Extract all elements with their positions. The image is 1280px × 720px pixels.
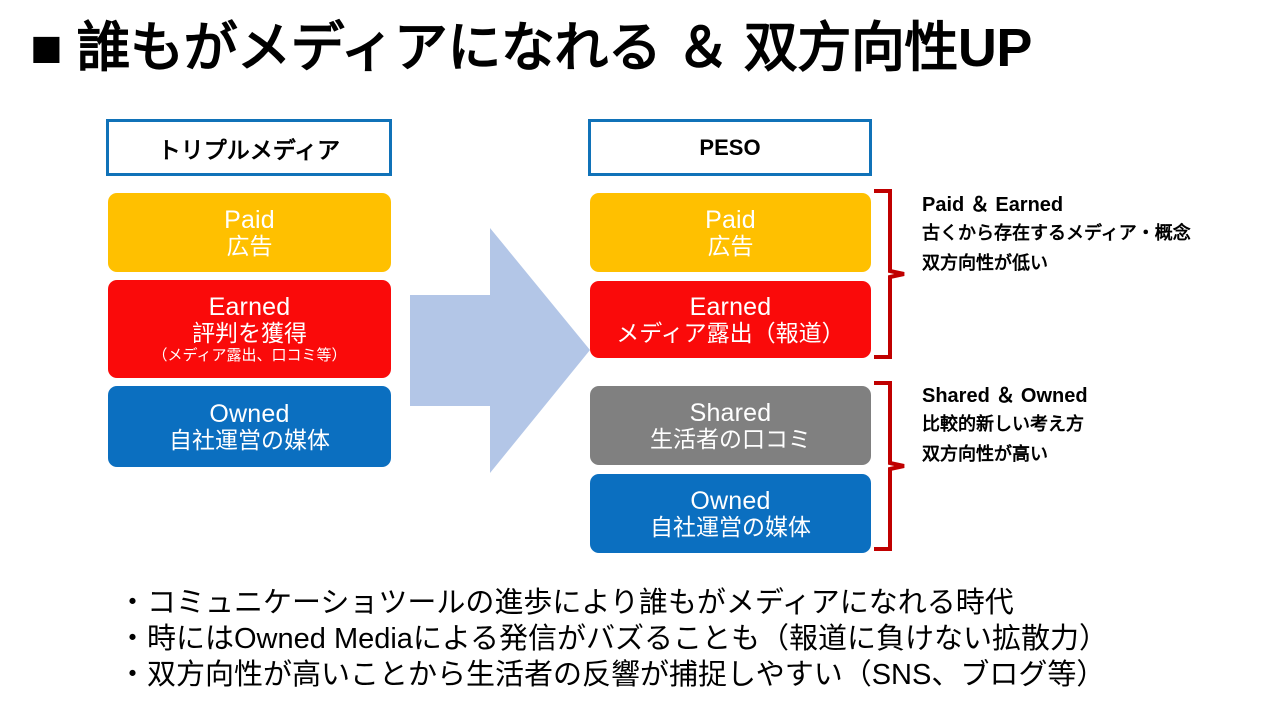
annotation-paid-earned-line-1: 古くから存在するメディア・概念 [922,223,1191,243]
left-box-earned-jp: 評判を獲得 [192,320,307,347]
right-box-earned: Earned メディア露出（報道） [590,281,871,358]
right-box-paid-jp: 広告 [707,232,754,259]
annotation-paid-earned-line-2: 双方向性が低い [922,253,1048,273]
left-box-paid-jp: 広告 [226,232,273,259]
left-box-earned-en: Earned [208,293,291,322]
left-column-header: トリプルメディア [106,119,392,176]
right-box-owned: Owned 自社運営の媒体 [590,474,871,553]
left-box-paid-en: Paid [224,205,275,234]
right-box-paid-en: Paid [705,205,756,234]
annotation-shared-owned-line-1: 比較的新しい考え方 [922,414,1084,434]
annotation-paid-earned: Paid ＆ Earned 古くから存在するメディア・概念 双方向性が低い [922,192,1280,278]
page-title: ■ 誰もがメディアになれる ＆ 双方向性UP [30,18,1032,78]
right-box-earned-jp: メディア露出（報道） [616,319,845,346]
bracket-paid-earned [872,188,906,360]
right-box-shared-en: Shared [689,398,772,427]
right-box-owned-jp: 自社運営の媒体 [650,513,811,540]
left-column-header-label: トリプルメディア [157,136,341,163]
summary-bullets: ・コミュニケーショツールの進歩により誰もがメディアになれる時代 ・時にはOwne… [118,585,1228,693]
left-box-paid: Paid 広告 [108,193,391,272]
right-box-paid: Paid 広告 [590,193,871,272]
annotation-shared-owned-line-2: 双方向性が高い [922,444,1048,464]
right-column-header-label: PESO [699,134,761,160]
left-box-owned-en: Owned [209,399,290,428]
left-box-earned: Earned 評判を獲得 （メディア露出、口コミ等） [108,280,391,378]
transition-arrow-icon [410,228,590,473]
bullet-line-2: ・時にはOwned Mediaによる発信がバズることも（報道に負けない拡散力） [118,623,1109,655]
left-box-earned-sub: （メディア露出、口コミ等） [152,346,347,364]
right-box-earned-en: Earned [689,292,772,321]
left-box-owned-jp: 自社運営の媒体 [169,426,330,453]
bullet-line-3: ・双方向性が高いことから生活者の反響が捕捉しやすい（SNS、ブログ等） [118,659,1106,691]
annotation-shared-owned: Shared ＆ Owned 比較的新しい考え方 双方向性が高い [922,383,1280,469]
annotation-shared-owned-title: Shared ＆ Owned [922,385,1088,407]
bullet-line-1: ・コミュニケーショツールの進歩により誰もがメディアになれる時代 [118,587,1014,619]
right-box-shared-jp: 生活者の口コミ [650,425,811,452]
right-box-shared: Shared 生活者の口コミ [590,386,871,465]
right-column-header: PESO [588,119,872,176]
right-box-owned-en: Owned [690,486,771,515]
annotation-paid-earned-title: Paid ＆ Earned [922,194,1064,216]
bracket-shared-owned [872,380,906,552]
left-box-owned: Owned 自社運営の媒体 [108,386,391,467]
